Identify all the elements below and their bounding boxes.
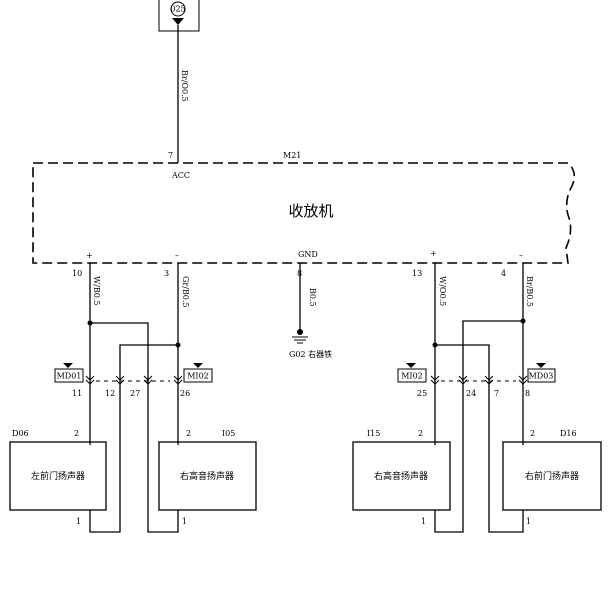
acc-pin-number: 7 <box>168 151 173 160</box>
wire-w-o: W/O0.5 <box>438 276 447 306</box>
wire-br-b: Br/B0.5 <box>525 276 534 307</box>
speaker-right-tweeter-2: I15 2 右高音扬声器 1 <box>352 429 451 526</box>
speaker-right-tweeter-1: I05 2 右高音扬声器 1 <box>158 429 257 526</box>
inline-pin: 25 <box>417 389 427 398</box>
ground-symbol <box>292 263 308 344</box>
speaker-left-front: D06 2 左前门扬声器 1 <box>9 429 107 526</box>
pin-4: 4 <box>501 269 506 278</box>
connector-md01: MD01 <box>54 363 84 383</box>
pin-3: 3 <box>164 269 169 278</box>
pin-3-polarity: – <box>175 251 179 260</box>
pin-13-polarity: + <box>430 249 437 258</box>
inline-pin: 11 <box>72 389 82 398</box>
inline-pin: 26 <box>180 389 190 398</box>
svg-text:左前门扬声器: 左前门扬声器 <box>31 470 85 482</box>
svg-text:2: 2 <box>418 429 423 438</box>
module-connector: M21 <box>283 151 301 160</box>
svg-text:2: 2 <box>74 429 79 438</box>
svg-text:1: 1 <box>526 517 531 526</box>
fuse-block: 025 <box>158 0 200 32</box>
svg-text:D16: D16 <box>560 429 577 438</box>
inline-pin: 27 <box>130 389 140 398</box>
inline-pin: 8 <box>525 389 530 398</box>
connector-md03: MD03 <box>527 363 556 383</box>
connector-mi02-left: MI02 <box>183 363 213 383</box>
wire-b: B0.5 <box>308 288 317 307</box>
module-gnd-label: GND <box>298 250 318 259</box>
inline-pin: 7 <box>494 389 499 398</box>
fuse-label: 025 <box>170 5 185 14</box>
acc-pin-name: ACC <box>171 171 190 180</box>
pin-13: 13 <box>412 269 422 278</box>
inline-pin: 12 <box>105 389 115 398</box>
svg-text:D06: D06 <box>12 429 29 438</box>
svg-text:MD03: MD03 <box>529 372 554 381</box>
wire-w-b: W/B0.5 <box>92 276 101 306</box>
svg-text:1: 1 <box>76 517 81 526</box>
svg-text:2: 2 <box>186 429 191 438</box>
svg-text:MI02: MI02 <box>401 372 423 381</box>
svg-text:MI02: MI02 <box>187 372 209 381</box>
svg-text:右前门扬声器: 右前门扬声器 <box>525 470 579 482</box>
svg-text:MD01: MD01 <box>57 372 82 381</box>
pin-4-polarity: – <box>519 251 523 260</box>
svg-text:I15: I15 <box>367 429 380 438</box>
ground-label: G02 右器铁 <box>289 349 332 359</box>
pin-10: 10 <box>72 269 82 278</box>
right-wiring <box>432 263 526 533</box>
connector-mi02-right: MI02 <box>397 363 427 383</box>
svg-text:右高音扬声器: 右高音扬声器 <box>180 470 234 482</box>
svg-text:1: 1 <box>182 517 187 526</box>
svg-text:1: 1 <box>421 517 426 526</box>
left-wiring <box>87 263 181 533</box>
connector-chevrons <box>85 375 528 385</box>
svg-text:右高音扬声器: 右高音扬声器 <box>374 470 428 482</box>
inline-pin: 24 <box>466 389 476 398</box>
module-name: 收放机 <box>288 202 333 220</box>
wire-gr-b: Gr/B0.5 <box>181 276 190 308</box>
svg-text:I05: I05 <box>222 429 235 438</box>
svg-text:2: 2 <box>530 429 535 438</box>
radio-module: 收放机 GND <box>32 162 576 264</box>
acc-wire-color: Br/O0.5 <box>180 70 189 102</box>
speaker-right-front: D16 2 右前门扬声器 1 <box>502 429 602 526</box>
pin-10-polarity: + <box>86 251 93 260</box>
